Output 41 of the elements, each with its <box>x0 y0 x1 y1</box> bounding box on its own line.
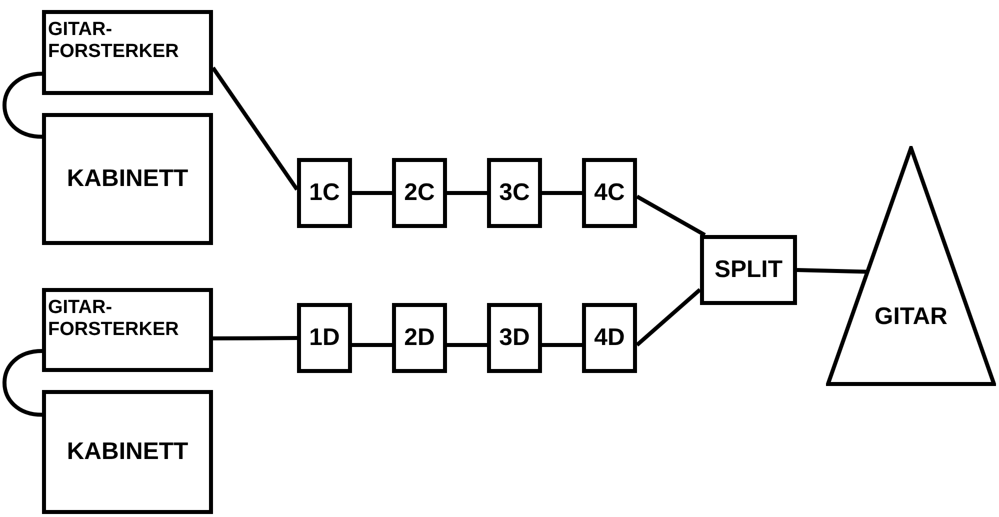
connector-line <box>447 343 487 347</box>
process-box <box>700 235 797 305</box>
node-label: 3D <box>499 324 530 352</box>
node-label: 4D <box>594 324 625 352</box>
connector-line <box>352 191 392 195</box>
process-box <box>42 390 213 514</box>
process-box <box>392 158 447 228</box>
connector-line <box>211 66 299 191</box>
cable-loop <box>2 349 42 417</box>
process-box <box>297 158 352 228</box>
process-box <box>582 303 637 373</box>
node-label: GITAR- FORSTERKER <box>48 297 180 341</box>
connector-line <box>542 343 582 347</box>
node-label: 2D <box>404 324 435 352</box>
process-box <box>487 303 542 373</box>
node-label: 1D <box>309 324 340 352</box>
node-label: 3C <box>499 179 530 207</box>
node-label: 4C <box>594 179 625 207</box>
node-label: SPLIT <box>714 256 782 284</box>
connector-line <box>636 288 702 346</box>
node-label: GITAR <box>874 302 948 331</box>
connector-line <box>213 336 297 340</box>
process-box <box>297 303 352 373</box>
process-box <box>42 10 213 95</box>
process-box <box>487 158 542 228</box>
node-label: KABINETT <box>66 438 188 466</box>
node-label: GITAR- FORSTERKER <box>48 19 180 63</box>
node-label: KABINETT <box>66 165 188 193</box>
node-label: 2C <box>404 179 435 207</box>
connector-line <box>636 194 706 237</box>
process-box <box>42 113 213 245</box>
cable-loop <box>2 72 42 139</box>
process-box <box>582 158 637 228</box>
node-label: 1C <box>309 179 340 207</box>
process-box <box>42 288 213 372</box>
connector-line <box>352 343 392 347</box>
triangle-node <box>826 146 996 386</box>
connector-line <box>447 191 487 195</box>
connector-line <box>542 191 582 195</box>
connector-line <box>796 268 867 274</box>
process-box <box>392 303 447 373</box>
